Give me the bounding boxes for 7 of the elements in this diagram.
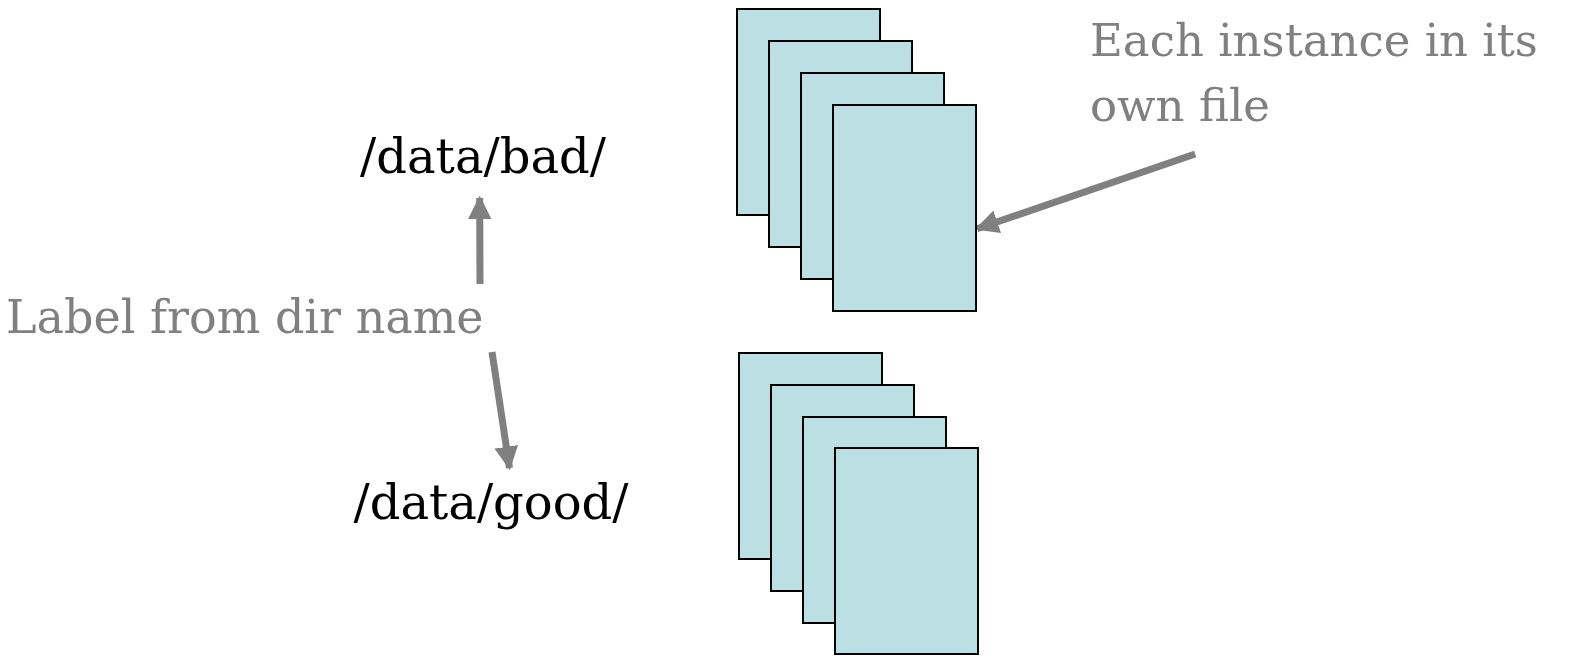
arrow [488, 351, 519, 471]
file-sheet [832, 104, 977, 312]
note-text: Each instance in its own file [1090, 8, 1568, 154]
note-text: Label from dir name [6, 284, 606, 352]
directory-path: /data/bad/ [318, 122, 648, 198]
directory-path: /data/good/ [306, 468, 676, 544]
file-sheet [834, 447, 979, 655]
